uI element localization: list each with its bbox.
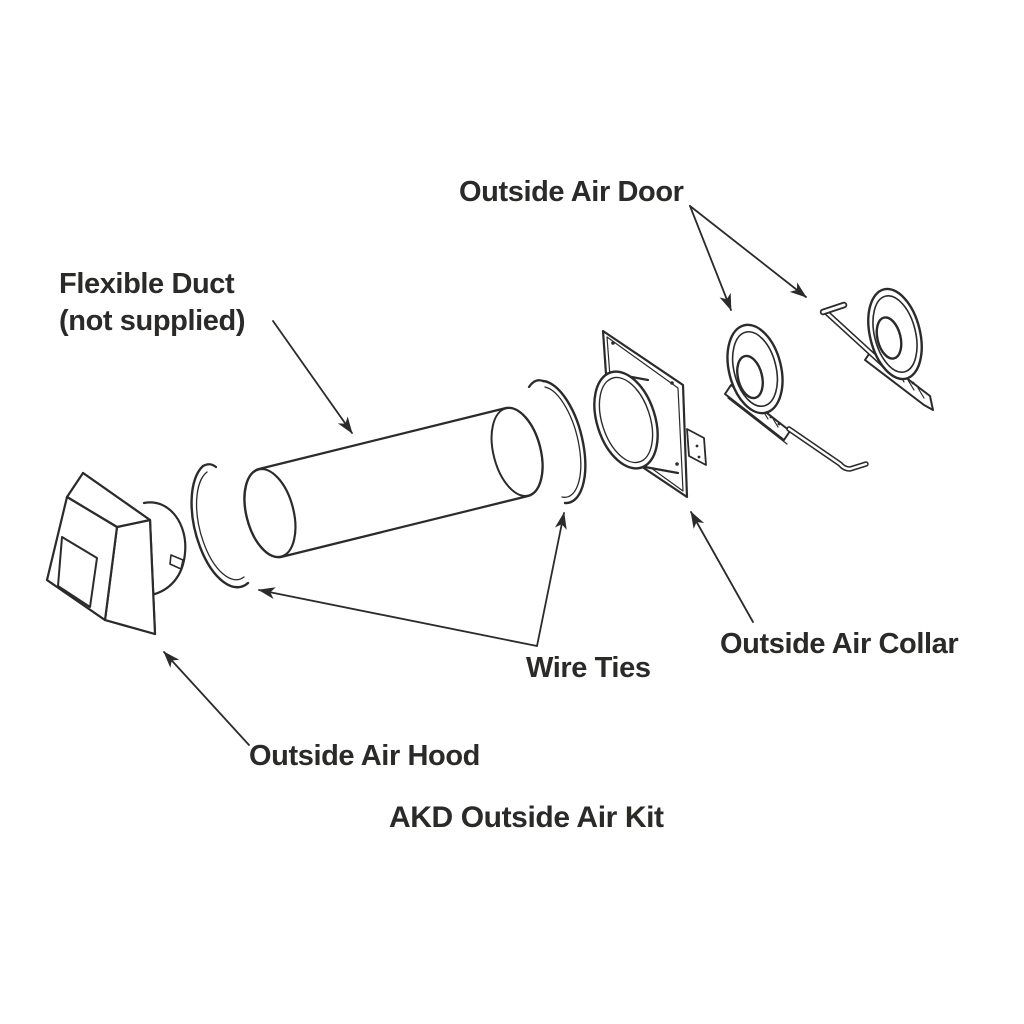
- collar-tab-hole: [697, 455, 701, 459]
- wire-tie-right-drawing: [527, 379, 587, 505]
- outside-air-door-right-drawing: [819, 287, 934, 411]
- collar-leader-arrow: [690, 511, 754, 623]
- label-outside-air-door: Outside Air Door: [459, 176, 684, 208]
- label-flexible-duct-line1: Flexible Duct: [59, 268, 235, 300]
- wire-tie-left-end-hook: [201, 463, 218, 469]
- wire-ties-leader-arrow-left: [258, 587, 538, 647]
- collar-screw-hole: [670, 381, 674, 385]
- label-flexible-duct-line2: (not supplied): [59, 305, 246, 337]
- hood-rear-collar: [142, 501, 187, 597]
- wire-ties-leader-arrow-right: [536, 512, 567, 647]
- door-left-hole: [736, 354, 764, 400]
- flexible-duct-leader-arrow: [272, 320, 353, 434]
- door-left-ring-mid: [731, 330, 779, 408]
- duct-back-rim: [490, 407, 544, 497]
- door-left-bracket-hole: [769, 415, 773, 419]
- outside-air-collar-drawing: [593, 329, 707, 499]
- wire-tie-right-end-hook: [527, 379, 545, 389]
- label-outside-air-collar: Outside Air Collar: [720, 628, 959, 660]
- label-flexible-duct: Flexible Duct (not supplied): [59, 266, 245, 340]
- diagram-title: AKD Outside Air Kit: [389, 801, 664, 834]
- hood-rear-collar-tab: [169, 554, 184, 570]
- hood-vent-slot: [57, 536, 98, 608]
- label-outside-air-hood: Outside Air Hood: [249, 740, 480, 772]
- door-left-rod-highlight: [787, 427, 868, 471]
- door-right-ring-mid: [872, 295, 918, 373]
- door-right-leader-arrow: [689, 205, 807, 298]
- wire-tie-left-drawing: [190, 463, 250, 589]
- leader-lines: [163, 205, 807, 746]
- wire-tie-right-inner: [544, 386, 582, 498]
- label-wire-ties: Wire Ties: [526, 652, 651, 684]
- wire-tie-left-inner: [195, 471, 245, 581]
- collar-tab-hole: [695, 444, 699, 448]
- collar-screw-hole: [611, 341, 615, 345]
- flexible-duct-drawing: [243, 406, 544, 559]
- duct-front-rim: [243, 467, 297, 559]
- hood-leader-line: [163, 651, 250, 746]
- door-left-rod: [786, 426, 869, 472]
- door-right-hole: [875, 316, 903, 360]
- wire-tie-right-outer: [541, 379, 587, 505]
- outside-air-door-left-drawing: [724, 323, 869, 472]
- door-left-bracket-hole: [777, 422, 781, 426]
- collar-front-rim-inner: [598, 376, 654, 464]
- door-left-bracket-edge: [727, 397, 788, 445]
- outside-air-hood-drawing: [45, 471, 187, 636]
- door-right-handle-highlight: [821, 303, 846, 314]
- wire-tie-left-outer: [190, 464, 250, 589]
- collar-screw-hole: [675, 462, 679, 466]
- door-right-bracket-hole: [911, 381, 915, 385]
- door-left-leader-arrow: [689, 205, 732, 311]
